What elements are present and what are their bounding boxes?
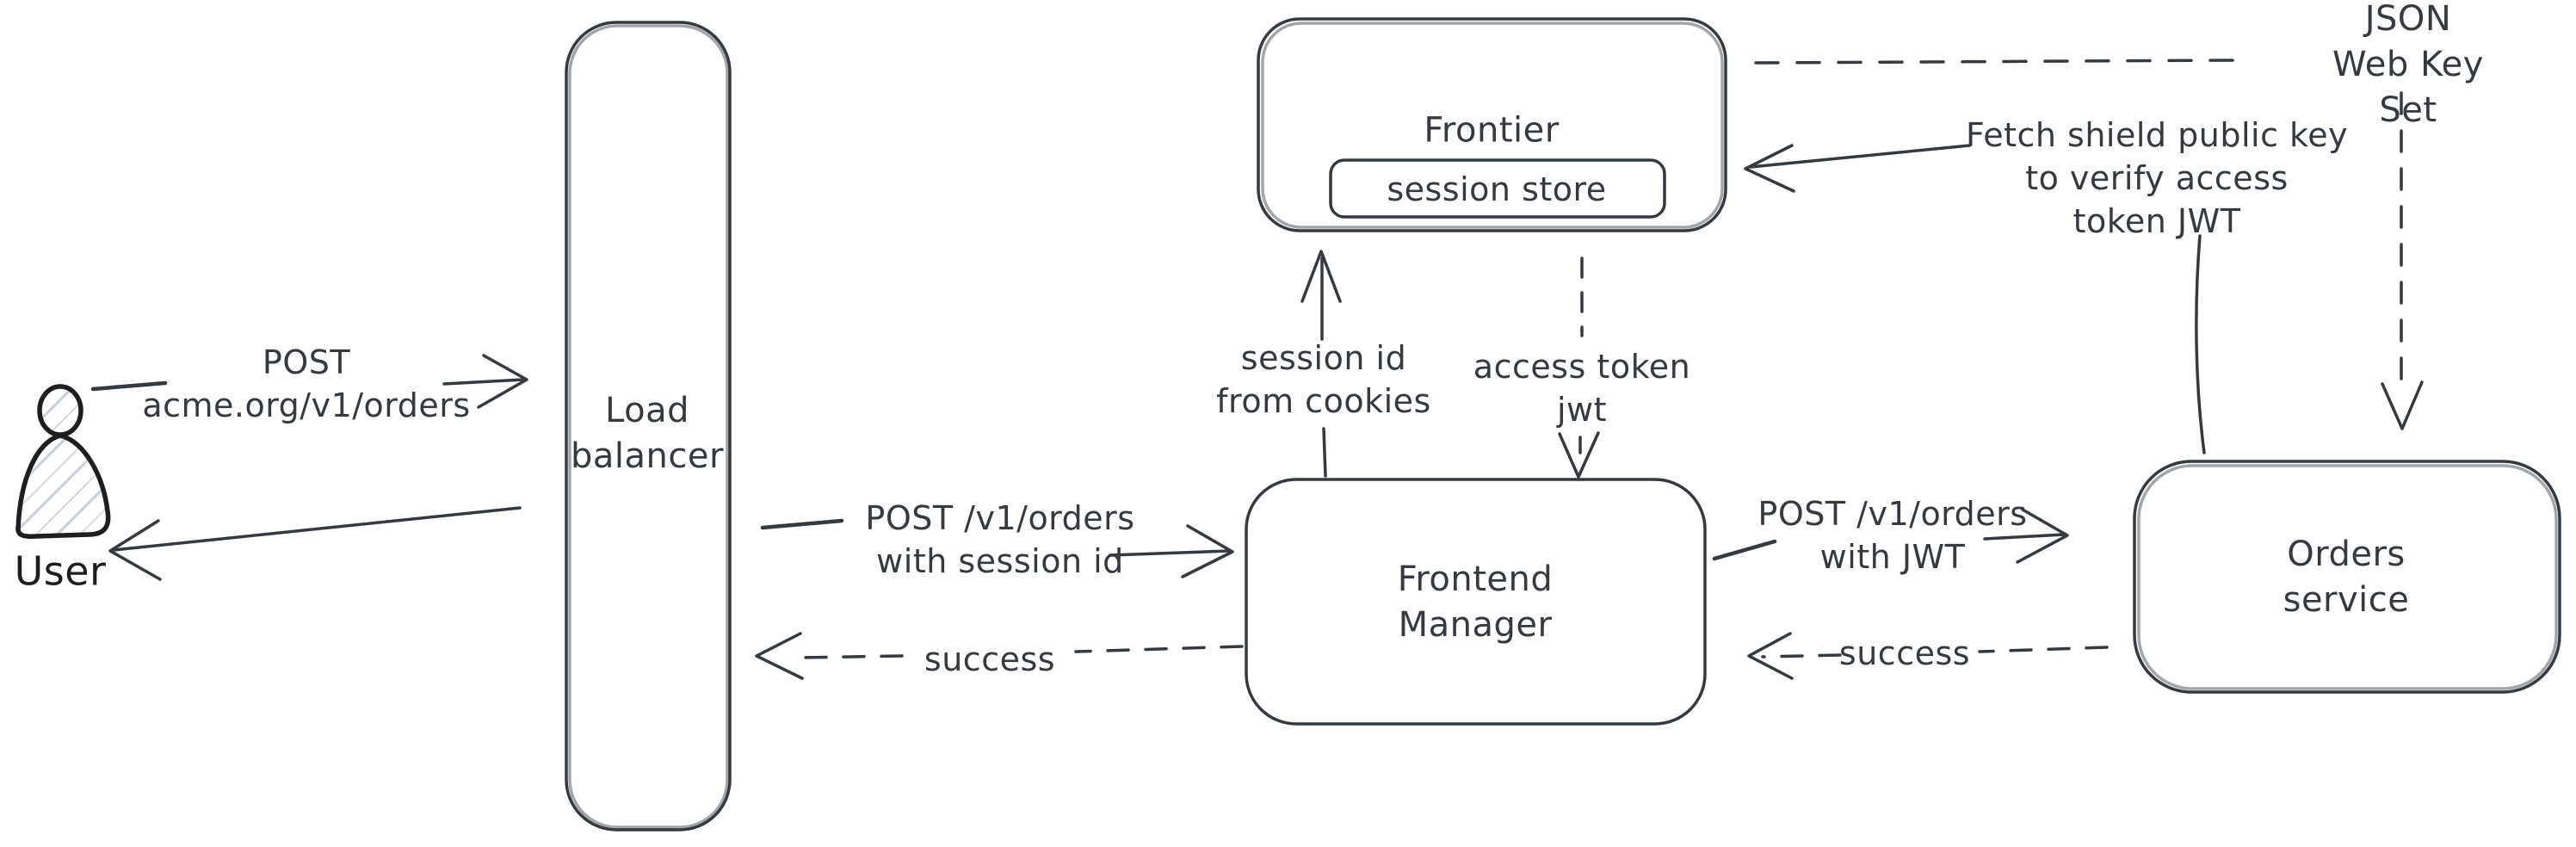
arrow-fm-to-orders-head (2016, 508, 2069, 564)
session-store-label: session store (1387, 170, 1607, 208)
arrow-user-to-lb-tail (90, 380, 168, 392)
edge-label-lb-to-fm: POST /v1/orders with session id (865, 498, 1135, 580)
load-balancer-box-sketch (568, 24, 729, 829)
arrow-orders-to-fm-dashes-left (1761, 653, 1842, 658)
session-store-box (1329, 158, 1666, 219)
arrow-user-to-lb-line (442, 378, 525, 386)
arrow-orders-to-fm-head (1747, 632, 1794, 680)
edge-label-fm-to-orders: POST /v1/orders with JWT (1757, 494, 2028, 576)
load-balancer-label: Load balancer (571, 391, 724, 476)
orders-service-box (2133, 460, 2561, 694)
arrow-fm-to-orders-tail (1712, 539, 1777, 561)
frontier-box-sketch (1261, 22, 1724, 229)
arrow-fm-to-lb-dashes-left (799, 654, 904, 659)
edge-label-user-to-lb: POST acme.org/v1/orders (142, 343, 471, 424)
edge-label-fm-to-lb-success: success (924, 640, 1056, 678)
edge-label-frontier-to-fm: access token jwt (1473, 347, 1691, 429)
note-leader-to-orders (2195, 234, 2206, 454)
arrow-note-to-frontier-line (1749, 144, 1971, 169)
frontier-label: Frontier (1424, 110, 1560, 151)
edge-label-orders-to-fm-success: success (1838, 634, 1971, 672)
load-balancer-box (565, 21, 732, 832)
frontier-box (1257, 17, 1727, 232)
frontend-manager-box (1245, 478, 1707, 726)
arrow-orders-to-fm-dashes-right (1978, 646, 2109, 653)
orders-service-label: Orders service (2283, 535, 2410, 620)
user-figure-icon (15, 384, 111, 539)
arrow-fm-to-frontier-head (1300, 250, 1342, 303)
arrow-frontier-to-fm-head (1558, 431, 1600, 479)
orders-service-box-sketch (2137, 464, 2558, 690)
frontend-manager-label: Frontend Manager (1397, 560, 1554, 645)
arrow-lb-to-fm-tail (760, 518, 844, 530)
jwks-arrow-head (2381, 380, 2424, 430)
user-head (37, 384, 83, 437)
user-body (15, 433, 111, 539)
arrow-lb-to-fm-head (1181, 524, 1234, 578)
arrow-note-to-frontier-head (1744, 144, 1795, 193)
arrow-user-to-lb-head (477, 354, 528, 409)
arrow-lb-to-fm-line (1109, 549, 1231, 557)
arrow-fm-to-lb-head (755, 632, 804, 680)
fetch-key-note-label: Fetch shield public key to verify access… (1965, 115, 2349, 241)
arrow-fm-to-orders-line (1983, 533, 2066, 541)
arrow-lb-to-user-line (112, 506, 522, 552)
arrow-fm-to-frontier-line-lower (1322, 427, 1327, 478)
user-label: User (14, 547, 107, 595)
arrow-lb-to-user-head (108, 519, 162, 581)
edge-label-fm-to-frontier: session id from cookies (1216, 338, 1431, 420)
jwks-label: JSON Web Key Set (2332, 0, 2484, 130)
jwks-dashed-horizontal (1754, 59, 2236, 65)
arrow-fm-to-lb-dashes-right (1074, 645, 1244, 653)
